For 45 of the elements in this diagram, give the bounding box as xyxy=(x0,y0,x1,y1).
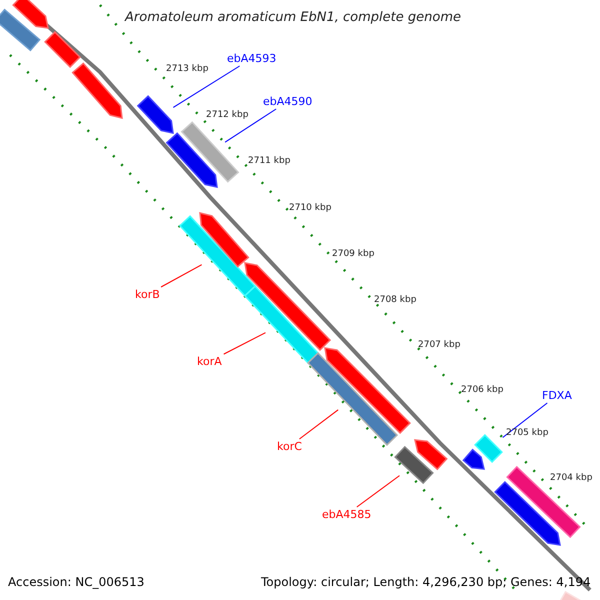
leader-line xyxy=(172,66,240,108)
gene-feature xyxy=(414,439,448,470)
gene-feature xyxy=(44,31,81,68)
tick-label: 2711 kbp xyxy=(248,157,290,166)
leader-line xyxy=(223,332,266,355)
gene-label: korC xyxy=(277,441,302,452)
gene-feature xyxy=(244,285,320,364)
gene-feature xyxy=(166,132,218,188)
tick-label: 2704 kbp xyxy=(550,474,592,483)
tick-label: 2705 kbp xyxy=(506,429,548,438)
gene-feature xyxy=(394,446,434,484)
map-title: Aromatoleum aromaticum EbN1, complete genome xyxy=(125,11,461,24)
gene-feature xyxy=(244,262,332,351)
gene-feature xyxy=(178,215,256,297)
gene-label: FDXA xyxy=(542,390,572,401)
gene-feature xyxy=(12,0,49,29)
gene-label: ebA4585 xyxy=(322,509,372,520)
gene-label: ebA4590 xyxy=(263,96,312,107)
gene-label: korB xyxy=(135,289,160,300)
tick-label: 2713 kbp xyxy=(166,65,208,74)
leader-line xyxy=(298,409,339,440)
gene-feature xyxy=(474,434,503,463)
gene-feature xyxy=(72,62,123,119)
tick-label: 2706 kbp xyxy=(461,386,504,395)
footer-text: Topology: circular; Length: 4,296,230 bp; Genes: 4,194 xyxy=(261,576,591,588)
footer-text: Accession: NC_006513 xyxy=(8,576,144,588)
gene-feature xyxy=(199,212,250,268)
tick-label: 2708 kbp xyxy=(374,296,416,305)
leader-line xyxy=(224,108,277,143)
leader-line xyxy=(356,475,400,508)
gene-feature xyxy=(306,352,398,446)
gene-feature xyxy=(494,480,561,546)
leader-line xyxy=(502,402,548,438)
gene-feature xyxy=(180,121,240,183)
gene-feature xyxy=(136,95,174,134)
gene-feature xyxy=(462,448,485,470)
gene-feature xyxy=(324,347,411,434)
leader-line xyxy=(160,264,202,288)
tick-label: 2707 kbp xyxy=(418,341,460,350)
tick-label: 2709 kbp xyxy=(332,250,374,259)
gene-label: korA xyxy=(197,356,222,367)
gene-label: ebA4593 xyxy=(227,53,276,64)
gene-feature xyxy=(0,8,41,52)
tick-label: 2710 kbp xyxy=(289,204,332,213)
tick-label: 2712 kbp xyxy=(206,111,248,120)
